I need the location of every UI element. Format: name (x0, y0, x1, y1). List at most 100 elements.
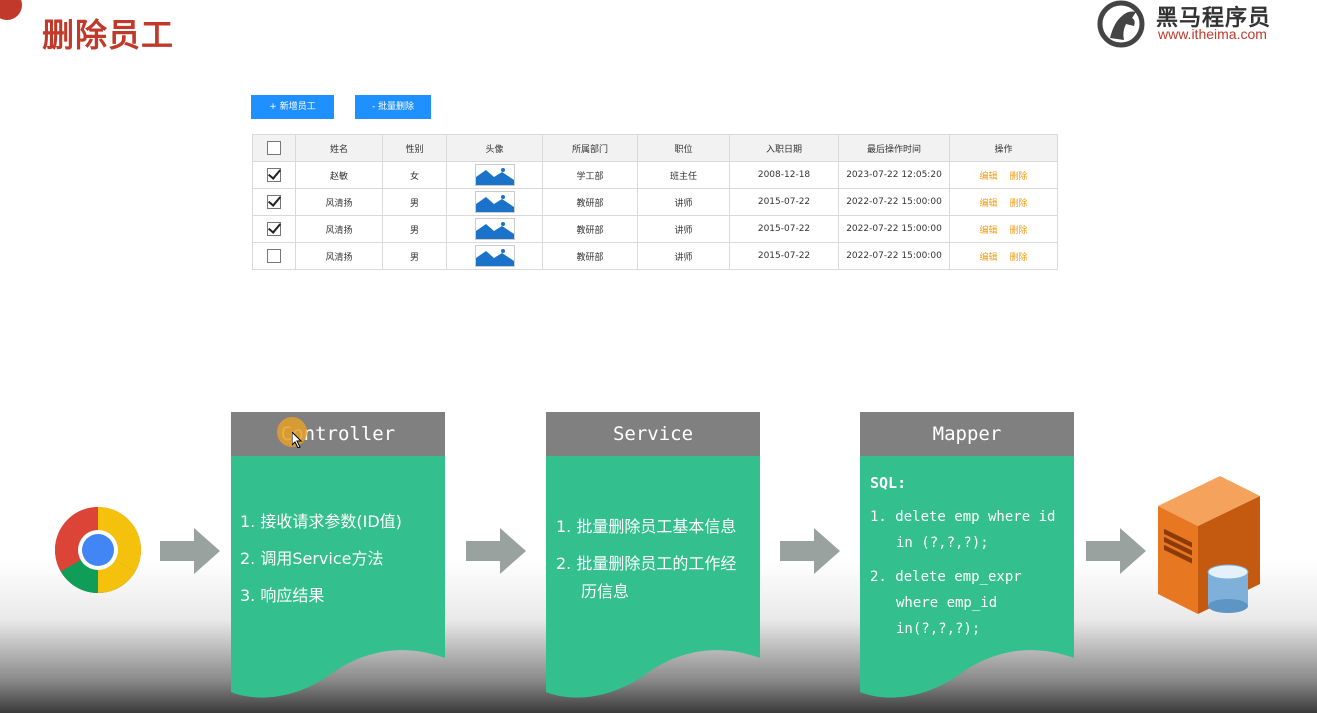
flow-arrow-icon (780, 528, 840, 574)
sql-line: in(?,?,?); (896, 621, 981, 637)
flow-arrow-icon (1086, 528, 1146, 574)
cell-actions: 编辑删除 (949, 161, 1058, 189)
cell-updated: 2022-07-22 15:00:00 (838, 215, 950, 243)
cell-updated: 2022-07-22 15:00:00 (838, 188, 950, 216)
edit-link[interactable]: 编辑 (979, 171, 998, 182)
cell-actions: 编辑删除 (949, 242, 1058, 270)
cell-entry-date: 2015-07-22 (729, 242, 839, 270)
batch-delete-button[interactable]: - 批量删除 (355, 95, 431, 119)
cell-avatar (446, 188, 543, 216)
sql-line: 2. delete emp_expr (870, 569, 1022, 585)
cell-gender: 男 (382, 215, 447, 243)
edit-link[interactable]: 编辑 (979, 225, 998, 236)
controller-card: Controller 1. 接收请求参数(ID值) 2. 调用Service方法… (231, 412, 445, 702)
col-header: 性别 (382, 134, 447, 162)
edit-link[interactable]: 编辑 (979, 198, 998, 209)
mapper-title: Mapper (932, 423, 1002, 445)
controller-step: 3. 响应结果 (240, 586, 325, 605)
delete-link[interactable]: 删除 (1009, 225, 1028, 236)
card-background (231, 412, 445, 698)
avatar-image-icon (474, 191, 515, 213)
cell-job: 讲师 (637, 242, 730, 270)
controller-step: 1. 接收请求参数(ID值) (240, 512, 402, 531)
cell-updated: 2023-07-22 12:05:20 (838, 161, 950, 189)
row-select-cell[interactable] (252, 161, 296, 189)
cell-dept: 学工部 (542, 161, 638, 189)
cell-job: 班主任 (637, 161, 730, 189)
red-dot-decoration (0, 0, 22, 20)
delete-link[interactable]: 删除 (1009, 198, 1028, 209)
col-header: 最后操作时间 (838, 134, 950, 162)
col-header: 职位 (637, 134, 730, 162)
service-step: 1. 批量删除员工基本信息 (556, 517, 737, 536)
page-title: 删除员工 (42, 16, 175, 54)
row-select-cell[interactable] (252, 188, 296, 216)
mouse-cursor-icon (292, 432, 303, 448)
flow-arrow-icon (466, 528, 526, 574)
horse-logo-icon (1097, 0, 1145, 48)
cell-gender: 男 (382, 242, 447, 270)
cell-avatar (446, 161, 543, 189)
add-employee-button[interactable]: + 新增员工 (251, 95, 334, 119)
col-header: 入职日期 (729, 134, 839, 162)
mapper-card: Mapper SQL: 1. delete emp where id in (?… (860, 412, 1074, 702)
cell-name: 风清扬 (295, 215, 383, 243)
cell-entry-date: 2015-07-22 (729, 215, 839, 243)
logo-cn-text: 黑马程序员 (1156, 6, 1272, 31)
service-step-cont: 历信息 (581, 582, 630, 601)
cell-gender: 男 (382, 188, 447, 216)
sql-line: in (?,?,?); (896, 535, 989, 551)
cell-dept: 教研部 (542, 188, 638, 216)
avatar-image-icon (474, 218, 515, 240)
col-header: 操作 (949, 134, 1058, 162)
card-background (546, 412, 760, 698)
cell-updated: 2022-07-22 15:00:00 (838, 242, 950, 270)
service-step: 2. 批量删除员工的工作经 (556, 554, 737, 573)
cell-actions: 编辑删除 (949, 215, 1058, 243)
sql-line: where emp_id (896, 595, 998, 611)
cell-job: 讲师 (637, 215, 730, 243)
row-checkbox[interactable] (267, 168, 281, 182)
row-checkbox[interactable] (267, 249, 281, 263)
select-all-checkbox[interactable] (267, 141, 281, 155)
col-header: 头像 (446, 134, 543, 162)
cell-name: 赵敏 (295, 161, 383, 189)
controller-step: 2. 调用Service方法 (240, 549, 384, 568)
sql-label: SQL: (870, 474, 907, 492)
row-select-cell[interactable] (252, 242, 296, 270)
col-header: 所属部门 (542, 134, 638, 162)
cell-entry-date: 2008-12-18 (729, 161, 839, 189)
logo-url-text: www.itheima.com (1158, 26, 1267, 42)
avatar-image-icon (474, 164, 515, 186)
row-select-cell[interactable] (252, 215, 296, 243)
service-card: Service 1. 批量删除员工基本信息 2. 批量删除员工的工作经 历信息 (546, 412, 760, 702)
brand-logo: 黑马程序员 www.itheima.com (1092, 0, 1317, 48)
delete-link[interactable]: 删除 (1009, 252, 1028, 263)
service-title: Service (612, 423, 694, 445)
table-header-row: 姓名 性别 头像 所属部门 职位 入职日期 最后操作时间 操作 (252, 134, 1058, 162)
card-background (860, 412, 1074, 698)
row-checkbox[interactable] (267, 195, 281, 209)
controller-title: Controller (280, 423, 396, 445)
cell-avatar (446, 215, 543, 243)
delete-link[interactable]: 删除 (1009, 171, 1028, 182)
cell-dept: 教研部 (542, 215, 638, 243)
row-checkbox[interactable] (267, 222, 281, 236)
cell-dept: 教研部 (542, 242, 638, 270)
employee-table: 姓名 性别 头像 所属部门 职位 入职日期 最后操作时间 操作 赵敏女 学工部班主… (252, 134, 1058, 270)
col-header: 姓名 (295, 134, 383, 162)
flow-arrow-icon (160, 528, 220, 574)
select-all-cell[interactable] (252, 134, 296, 162)
cell-job: 讲师 (637, 188, 730, 216)
edit-link[interactable]: 编辑 (979, 252, 998, 263)
cell-entry-date: 2015-07-22 (729, 188, 839, 216)
cell-name: 风清扬 (295, 188, 383, 216)
avatar-image-icon (474, 245, 515, 267)
chrome-browser-icon (55, 507, 141, 593)
cell-actions: 编辑删除 (949, 188, 1058, 216)
cell-gender: 女 (382, 161, 447, 189)
